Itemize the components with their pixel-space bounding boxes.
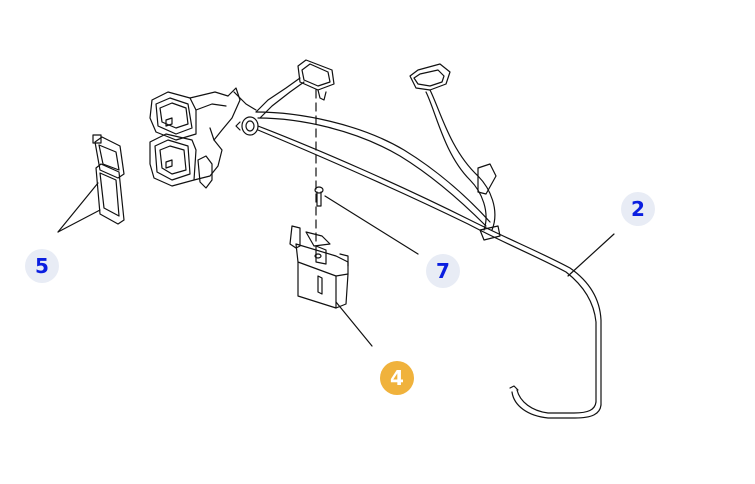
callout-5[interactable]: 5 (25, 249, 59, 283)
branch-connector (409, 63, 501, 241)
bracket-part-4 (289, 225, 349, 309)
callout-7-label: 7 (436, 259, 450, 283)
callout-5-label: 5 (35, 254, 49, 278)
callout-2[interactable]: 2 (621, 192, 655, 226)
connector-block (149, 87, 257, 189)
callout-2-label: 2 (631, 197, 645, 221)
top-connector (297, 59, 335, 101)
callout-4[interactable]: 4 (380, 361, 414, 395)
callout-4-label: 4 (390, 366, 404, 390)
main-harness (255, 77, 602, 419)
callout-7[interactable]: 7 (426, 254, 460, 288)
leader-lines (57, 182, 615, 347)
screw-part-7 (314, 186, 324, 207)
grommet (235, 116, 259, 136)
clip-parts-5 (92, 134, 125, 225)
